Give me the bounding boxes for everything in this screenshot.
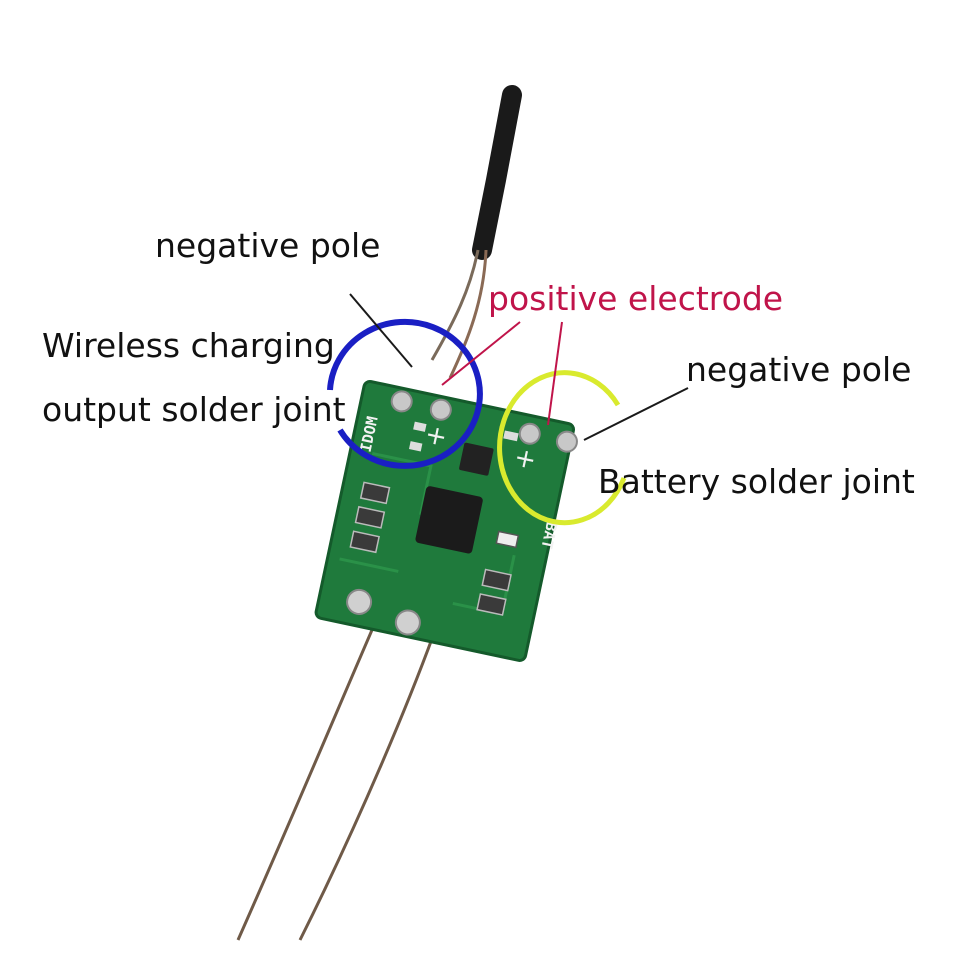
pcb-board: IDOM BAT + +: [314, 379, 578, 662]
cable-wire-left: [430, 249, 480, 361]
label-negative-pole-top: negative pole: [155, 226, 381, 265]
label-negative-pole-right: negative pole: [686, 350, 912, 389]
label-output-solder-joint: output solder joint: [42, 390, 346, 429]
main-chip: [415, 486, 483, 554]
bottom-wire-right: [298, 624, 439, 941]
battery-highlight-circle: [497, 370, 627, 526]
cable-wire-right: [448, 249, 488, 379]
pointer-negative-top: [349, 293, 413, 368]
label-battery-solder-joint: Battery solder joint: [598, 462, 915, 501]
pad-wireless-negative: [390, 390, 413, 413]
bottom-wire-left: [236, 599, 387, 941]
pointer-positive-right: [547, 321, 563, 426]
pointer-positive-left: [441, 321, 521, 386]
pointer-negative-right: [583, 387, 689, 441]
label-wireless-charging: Wireless charging: [42, 326, 335, 365]
pad-battery-negative: [555, 430, 578, 453]
pad-battery-positive: [518, 422, 541, 445]
wireless-highlight-circle: [327, 318, 483, 469]
black-cable: [472, 85, 522, 260]
pad-wireless-positive: [429, 398, 452, 421]
label-positive-electrode: positive electrode: [488, 279, 784, 318]
pcb-marking-bat: BAT: [537, 520, 560, 550]
